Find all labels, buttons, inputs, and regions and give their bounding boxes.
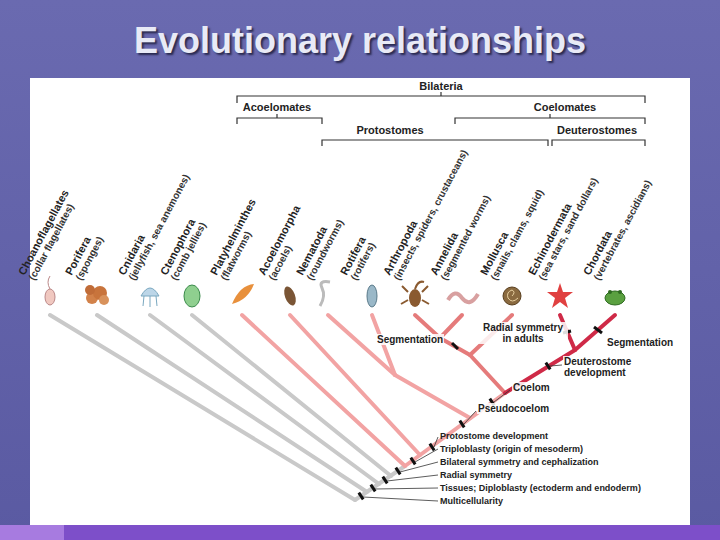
character-label: Coelom [512, 382, 551, 393]
character-label: Pseudocoelom [477, 403, 550, 414]
clade-label: Protostomes [356, 124, 423, 136]
organism-icons [45, 276, 625, 308]
footer-block [0, 525, 64, 540]
character-label: Deuterostome development [563, 356, 649, 378]
clade-label: Acoelomates [243, 101, 311, 113]
footer-bar [0, 525, 720, 540]
character-label: Protostome development [440, 431, 548, 442]
gray-branches [50, 315, 405, 500]
slide-title: Evolutionary relationships [0, 20, 720, 62]
leader-lines [363, 365, 562, 501]
clade-label: Deuterostomes [557, 124, 637, 136]
character-label: Multicellularity [440, 496, 503, 507]
character-marks [359, 327, 602, 499]
character-label: Segmentation [606, 337, 674, 348]
character-label: Tissues; Diploblasty (ectoderm and endod… [440, 483, 641, 494]
pink-branches [242, 315, 505, 466]
clade-label: Coelomates [534, 101, 596, 113]
character-label: Triploblasty (origin of mesoderm) [440, 444, 583, 455]
character-label: Bilateral symmetry and cephalization [440, 457, 599, 468]
character-label: Segmentation [376, 334, 444, 345]
clade-brackets [237, 92, 645, 146]
character-label: Radial symmetry [440, 470, 512, 481]
clade-label: Bilateria [419, 80, 462, 92]
character-label: Radial symmetry in adults [478, 322, 568, 344]
